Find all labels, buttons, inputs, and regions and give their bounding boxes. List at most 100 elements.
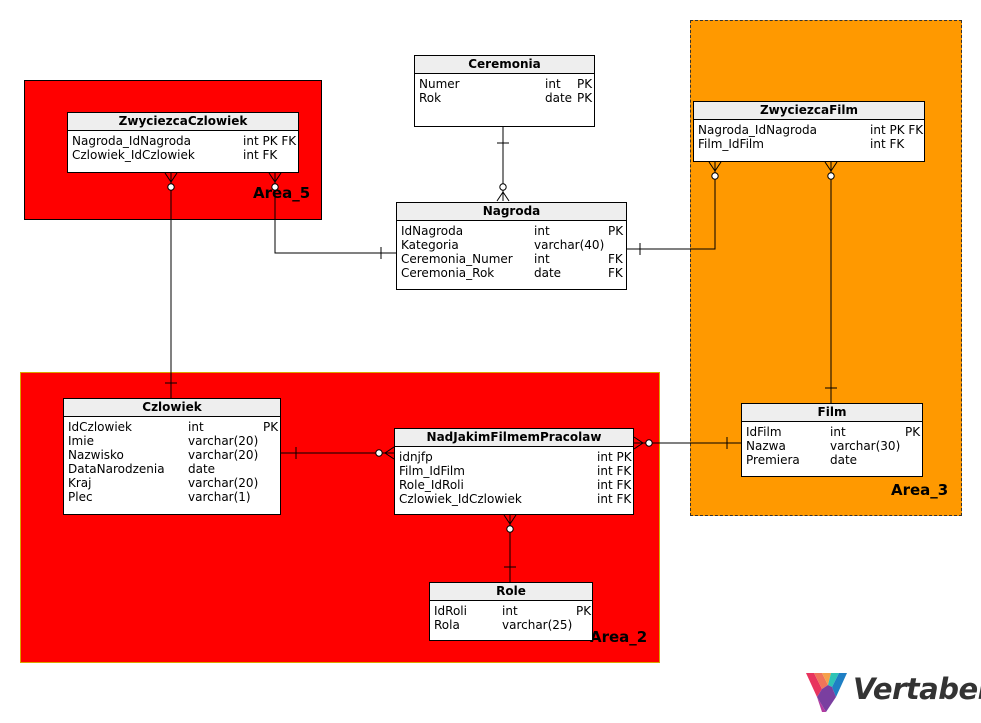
table-zwyciezcafilm[interactable]: ZwyciezcaFilm Nagroda_IdNagroda int PK F… (693, 101, 925, 162)
column-type: varchar(20) (188, 448, 259, 462)
table-row: Film_IdFilm int FK (698, 137, 920, 151)
column-type: int PK FK (243, 134, 297, 148)
column-type: varchar(20) (188, 434, 259, 448)
table-title: NadJakimFilmemPracolaw (395, 429, 633, 447)
column-name: Rok (419, 91, 442, 105)
column-type: varchar(25) (502, 618, 573, 632)
column-name: Rola (434, 618, 460, 632)
table-row: IdNagroda int PK (401, 224, 624, 238)
table-row: Nazwa varchar(30) (746, 439, 918, 453)
column-name: Ceremonia_Numer (401, 252, 513, 266)
column-key: PK (608, 224, 624, 238)
column-name: Czlowiek_IdCzlowiek (399, 492, 522, 506)
column-name: Film_IdFilm (698, 137, 764, 151)
column-name: IdRoli (434, 604, 467, 618)
column-name: DataNarodzenia (68, 462, 165, 476)
table-row: DataNarodzenia date (68, 462, 276, 476)
column-type: int (188, 420, 204, 434)
table-film[interactable]: Film IdFilm int PK Nazwa varchar(30) Pre… (741, 403, 923, 477)
column-name: Czlowiek_IdCzlowiek (72, 148, 195, 162)
table-row: Plec varchar(1) (68, 490, 276, 504)
column-name: Ceremonia_Rok (401, 266, 495, 280)
column-type: int FK (597, 464, 632, 478)
table-row: Kategoria varchar(40) (401, 238, 622, 252)
column-key: FK (608, 266, 623, 280)
table-title: ZwyciezcaFilm (694, 102, 924, 120)
table-zwyciezcaczlowiek[interactable]: ZwyciezcaCzlowiek Nagroda_IdNagroda int … (67, 112, 299, 173)
column-type: date (534, 266, 562, 280)
column-type: int (534, 252, 550, 266)
column-type: varchar(1) (188, 490, 251, 504)
link-zwyciezcafilm-film (824, 161, 838, 403)
area-5-label: Area_5 (253, 184, 311, 202)
table-row: Ceremonia_Numer int FK (401, 252, 623, 266)
column-type: int (545, 77, 561, 91)
column-name: Premiera (746, 453, 800, 467)
vertabelo-logo-text: Vertabelo (853, 672, 981, 706)
table-row: Ceremonia_Rok date FK (401, 266, 623, 280)
table-row: Imie varchar(20) (68, 434, 276, 448)
column-type: int FK (870, 137, 905, 151)
column-name: Numer (419, 77, 460, 91)
column-type: int (534, 224, 550, 238)
column-key: FK (608, 252, 623, 266)
table-nadjakimfilmempracolaw[interactable]: NadJakimFilmemPracolaw idnjfp int PK Fil… (394, 428, 634, 515)
table-title: ZwyciezcaCzlowiek (68, 113, 298, 131)
area-2-label: Area_2 (590, 628, 648, 646)
link-nagroda-zwyciezcaczlowiek (268, 172, 396, 259)
column-type: int PK (597, 450, 632, 464)
column-name: Imie (68, 434, 94, 448)
table-ceremonia[interactable]: Ceremonia Numer int PK Rok date PK (414, 55, 595, 127)
table-nagroda[interactable]: Nagroda IdNagroda int PK Kategoria varch… (396, 202, 627, 290)
column-name: Nazwisko (68, 448, 124, 462)
table-row: IdFilm int PK (746, 425, 921, 439)
column-key: PK (577, 77, 593, 91)
column-type: int FK (597, 492, 632, 506)
column-type: varchar(40) (534, 238, 605, 252)
column-name: Nagroda_IdNagroda (698, 123, 818, 137)
table-row: Rola varchar(25) (434, 618, 588, 632)
link-nadjakim-film (633, 436, 741, 450)
table-title: Czlowiek (64, 399, 280, 417)
column-type: int FK (243, 148, 278, 162)
column-type: int PK FK (870, 123, 924, 137)
vertabelo-logo-icon (806, 673, 847, 712)
column-type: date (545, 91, 573, 105)
column-name: Kraj (68, 476, 92, 490)
link-nadjakim-role (503, 514, 517, 582)
table-row: IdCzlowiek int PK (68, 420, 279, 434)
column-type: date (830, 453, 858, 467)
vertabelo-logo: Vertabelo (805, 670, 981, 715)
table-title: Role (430, 583, 592, 601)
column-key: PK (905, 425, 921, 439)
column-name: Role_IdRoli (399, 478, 464, 492)
column-name: Plec (68, 490, 93, 504)
area-3-label: Area_3 (891, 481, 949, 499)
column-name: IdNagroda (401, 224, 464, 238)
table-role[interactable]: Role IdRoli int PK Rola varchar(25) (429, 582, 593, 641)
column-name: Film_IdFilm (399, 464, 465, 478)
table-row: Nazwisko varchar(20) (68, 448, 276, 462)
column-name: Nagroda_IdNagroda (72, 134, 192, 148)
table-row: Nagroda_IdNagroda int PK FK (72, 134, 297, 148)
table-row: Premiera date (746, 453, 918, 467)
column-name: IdCzlowiek (68, 420, 132, 434)
column-type: varchar(30) (830, 439, 901, 453)
link-nagroda-zwyciezcafilm (627, 161, 722, 255)
link-czlowiek-nadjakim (281, 446, 395, 460)
table-title: Nagroda (397, 203, 626, 221)
table-row: Role_IdRoli int FK (399, 478, 631, 492)
table-czlowiek[interactable]: Czlowiek IdCzlowiek int PK Imie varchar(… (63, 398, 281, 515)
column-key: PK (263, 420, 279, 434)
table-title: Film (742, 404, 922, 422)
table-row: idnjfp int PK (399, 450, 632, 464)
table-row: Kraj varchar(20) (68, 476, 276, 490)
column-name: IdFilm (746, 425, 782, 439)
table-row: Film_IdFilm int FK (399, 464, 632, 478)
column-name: idnjfp (399, 450, 433, 464)
table-row: Czlowiek_IdCzlowiek int FK (399, 492, 632, 506)
table-row: Numer int PK (419, 77, 593, 91)
table-row: IdRoli int PK (434, 604, 591, 618)
column-type: int (830, 425, 846, 439)
